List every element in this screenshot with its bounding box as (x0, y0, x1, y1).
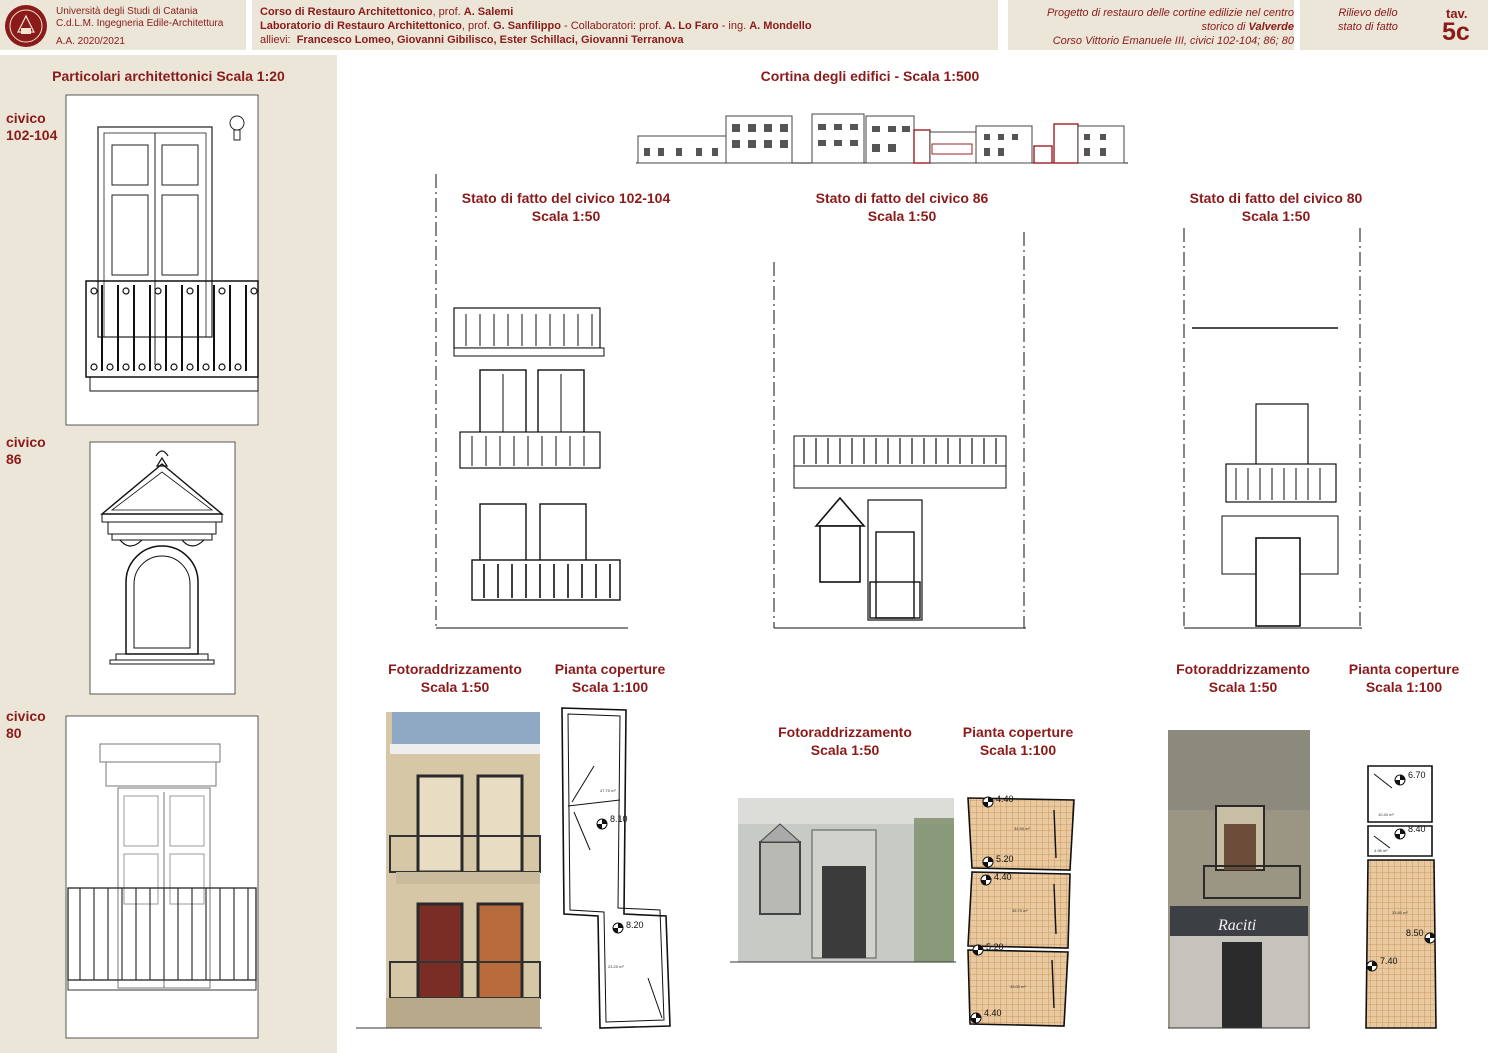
cortina-street-elevation (636, 113, 1128, 164)
roof-102-area-1: 47.70 m² (600, 788, 616, 793)
project-line-1: Progetto di restauro delle cortine edili… (1046, 7, 1294, 19)
roof-86-elev-2: 5.20 (996, 854, 1014, 864)
elevation-102-drawing (435, 174, 628, 629)
roof-86-elev-1: 4.40 (996, 794, 1014, 804)
university-name: Università degli Studi di Catania (56, 6, 198, 17)
students-names: Francesco Lomeo, Giovanni Gibilisco, Est… (296, 34, 684, 46)
header-course-box: Corso di Restauro Architettonico, prof. … (252, 0, 998, 50)
course-name: Corso di Restauro Architettonico (260, 6, 433, 18)
header-project-box: Progetto di restauro delle cortine edili… (1008, 0, 1294, 50)
photo-80-image: Raciti (1168, 730, 1310, 1029)
detail-window-86-drawing (89, 441, 236, 695)
tav-label: tav. (1446, 6, 1468, 21)
roof-80-elev-2: 8.40 (1408, 824, 1426, 834)
roof-80-area-1: 10.40 m² (1378, 812, 1394, 817)
students-line: allievi: Francesco Lomeo, Giovanni Gibil… (260, 34, 684, 46)
roof-102-area-2: 23.20 m² (608, 964, 624, 969)
course-line-2: Laboratorio di Restauro Architettonico, … (260, 20, 812, 32)
project-line-3: Corso Vittorio Emanuele III, civici 102-… (1052, 35, 1294, 47)
roof-86-elev-4: 5.20 (986, 942, 1004, 952)
roof-plan-80-drawing: 6.70 10.40 m² 8.40 4.98 m² 33.80 m² 8.50… (1365, 765, 1437, 1029)
university-seal-icon (5, 5, 47, 47)
project-line-2: storico di Valverde (1201, 21, 1294, 33)
roof-80-area-2: 4.98 m² (1374, 848, 1388, 853)
academic-year: A.A. 2020/2021 (56, 36, 125, 47)
cortina-title: Cortina degli edifici - Scala 1:500 (760, 68, 980, 84)
roof-86-elev-5: 4.40 (984, 1008, 1002, 1018)
roof-86-area-2: 35.70 m² (1012, 908, 1028, 913)
course-line-1: Corso di Restauro Architettonico, prof. … (260, 6, 514, 18)
roof-102-elev-2: 8.20 (626, 920, 644, 930)
roof-plan-86-drawing: 4.40 5.20 4.40 5.20 4.40 34.50 m² 35.70 … (967, 794, 1075, 1027)
roof-86-area-1: 34.50 m² (1014, 826, 1030, 831)
roof-80-elev-1: 6.70 (1408, 770, 1426, 780)
roof-80-area-3: 33.80 m² (1392, 910, 1408, 915)
photo-86-image (730, 798, 956, 963)
detail-door-80-drawing (65, 715, 259, 1039)
roof-86-elev-3: 4.40 (994, 872, 1012, 882)
tav-number: 5c (1442, 18, 1470, 46)
detail-door-102-drawing (65, 94, 259, 426)
lab-name: Laboratorio di Restauro Architettonico (260, 20, 462, 32)
roof-102-elev-1: 8.10 (610, 814, 628, 824)
details-title: Particolari architettonici Scala 1:20 (52, 68, 285, 84)
header-university-box: Università degli Studi di Catania C.d.L.… (0, 0, 246, 50)
roof-plan-102-drawing: 8.10 47.70 m² 8.20 23.20 m² (561, 707, 671, 1029)
roof-80-elev-4: 7.40 (1380, 956, 1398, 966)
shop-sign-text: Raciti (1217, 917, 1256, 934)
elevation-86-drawing (773, 232, 1026, 629)
photo-102-image (356, 712, 542, 1029)
roof-80-elev-3: 8.50 (1406, 928, 1424, 938)
degree-name: C.d.L.M. Ingegneria Edile-Architettura (56, 18, 224, 29)
elevation-80-drawing (1183, 228, 1362, 629)
roof-86-area-3: 33.00 m² (1010, 984, 1026, 989)
